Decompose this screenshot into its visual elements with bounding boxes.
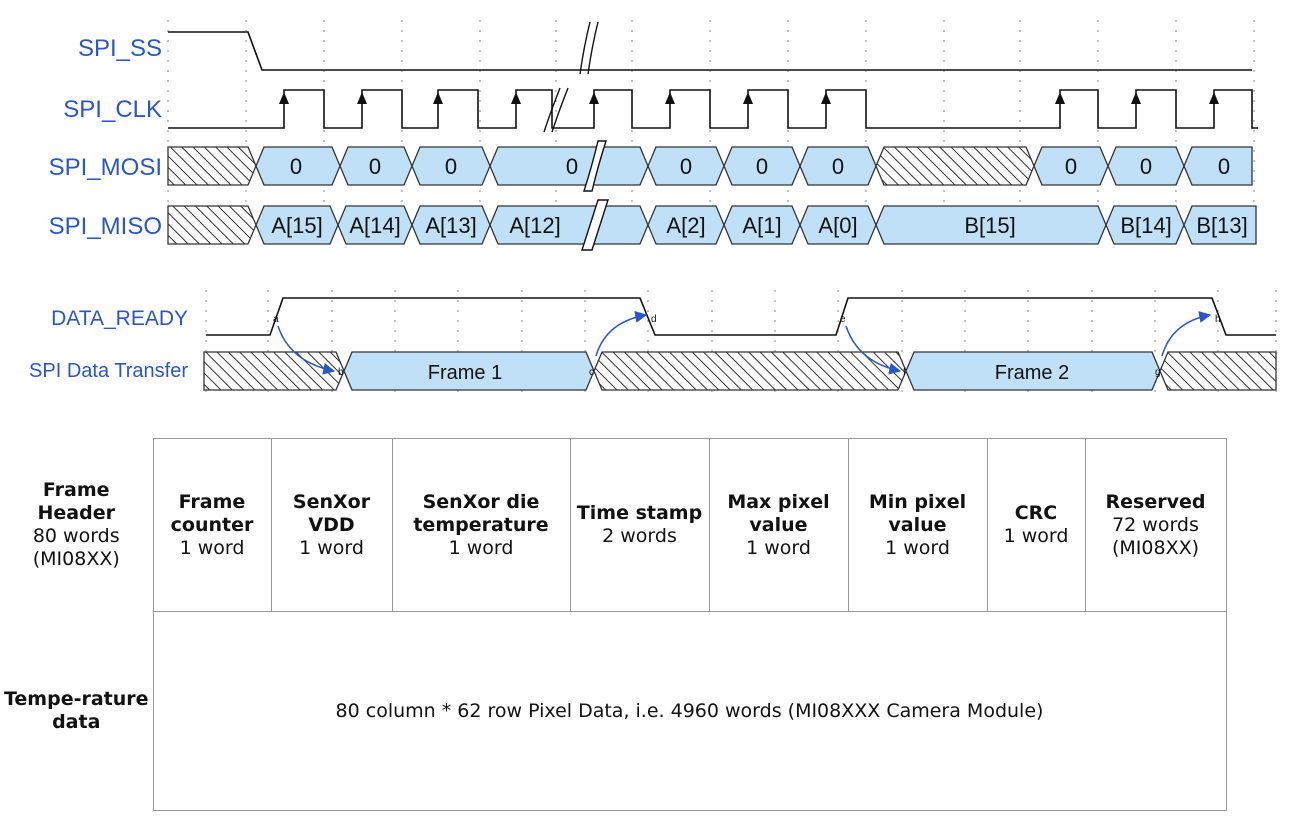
grid-guides-upper [167,20,1255,244]
transfer-hatch [593,351,907,391]
miso-value: A[2] [666,213,705,238]
miso-value: A[15] [271,213,322,238]
miso-value: A[12] [509,213,560,238]
miso-value: A[0] [818,213,857,238]
label-spi-ss: SPI_SS [78,35,162,62]
temperature-data-row: Tempe-rature data 80 column * 62 row Pix… [0,611,1227,811]
marker-c: c [589,367,594,378]
miso-value: A[14] [349,213,400,238]
miso-break-mark [581,199,609,251]
pixel-data-cell: 80 column * 62 row Pixel Data, i.e. 4960… [152,611,1227,811]
marker-f: f [903,367,906,378]
miso-value: B[14] [1120,213,1171,238]
timing-diagram: SPI_SS SPI_CLK SPI_MOSI SPI_MISO DATA_RE… [29,20,1277,396]
mosi-value: 0 [369,154,381,179]
frame-1-label: Frame 1 [428,362,502,384]
spi-data-transfer-bus [203,351,1277,391]
frame-header-title: Frame Header 80 words (MI08XX) [0,439,153,612]
label-spi-mosi: SPI_MOSI [49,154,162,181]
marker-h: h [1215,314,1221,325]
miso-values: A[15] A[14] A[13] A[12] A[2] A[1] A[0] B… [271,213,1247,238]
frame-structure-table: Frame Header 80 words (MI08XX) Frame cou… [0,438,1227,811]
mosi-value: 0 [1140,154,1152,179]
data-ready-waveform [206,297,1276,336]
miso-value: A[13] [425,213,476,238]
mosi-break-mark [583,140,607,192]
mosi-value: 0 [1065,154,1077,179]
arrow-a-to-b [277,325,336,375]
cell-reserved: Reserved 72 words (MI08XX) [1084,438,1227,612]
arrow-g-to-h [1161,311,1212,357]
transfer-hatch [1159,351,1277,391]
frame-header-title-bold: Frame Header [37,479,115,524]
spi-clk-waveform [168,89,1258,129]
event-arrows [277,310,1212,375]
spi-miso-bus [167,205,1257,245]
cell-min-pixel-value: Min pixel value 1 word [847,438,988,612]
miso-value: B[15] [964,213,1015,238]
event-markers: a b c d e f g h [273,314,1221,378]
marker-b: b [338,367,344,378]
marker-g: g [1155,367,1161,378]
mosi-hatch-middle [875,146,1035,186]
mosi-value: 0 [832,154,844,179]
marker-e: e [840,314,846,325]
mosi-value: 0 [680,154,692,179]
transfer-hatch [203,351,345,391]
mosi-value: 0 [1218,154,1230,179]
mosi-value: 0 [566,154,578,179]
cell-time-stamp: Time stamp 2 words [569,438,710,612]
mosi-value: 0 [756,154,768,179]
arrow-e-to-f [845,325,902,375]
mosi-segment [1183,146,1253,186]
cell-max-pixel-value: Max pixel value 1 word [708,438,849,612]
marker-a: a [273,314,279,325]
temperature-data-title: Tempe-rature data [3,688,149,733]
marker-d: d [651,314,657,325]
mosi-values: 0 0 0 0 0 0 0 0 0 0 [290,154,1230,179]
mosi-value: 0 [290,154,302,179]
label-spi-data-transfer: SPI Data Transfer [29,360,188,382]
spi-ss-break-mark [579,21,599,75]
mosi-hatch-start [167,146,257,186]
cell-senxor-die-temperature: SenXor die temperature 1 word [391,438,571,612]
mosi-value: 0 [445,154,457,179]
spi-ss-waveform [168,31,1252,71]
label-spi-clk: SPI_CLK [63,96,162,123]
miso-value: A[1] [742,213,781,238]
miso-hatch-start [167,205,257,245]
spi-clk-break-mark [543,87,569,133]
frame-2-label: Frame 2 [995,362,1069,384]
spi-mosi-bus [167,146,1253,186]
spi-clk-rising-edge-arrows [279,92,1219,104]
cell-frame-counter: Frame counter 1 word [152,438,272,612]
miso-segment [1183,205,1257,245]
frame-header-title-size: 80 words (MI08XX) [32,525,120,570]
frame-header-row: Frame Header 80 words (MI08XX) Frame cou… [0,438,1227,612]
arrow-c-to-d [595,310,648,357]
cell-crc: CRC 1 word [986,438,1086,612]
cell-senxor-vdd: SenXor VDD 1 word [270,438,393,612]
label-data-ready: DATA_READY [51,307,188,330]
miso-value: B[13] [1196,213,1247,238]
label-spi-miso: SPI_MISO [49,213,162,240]
